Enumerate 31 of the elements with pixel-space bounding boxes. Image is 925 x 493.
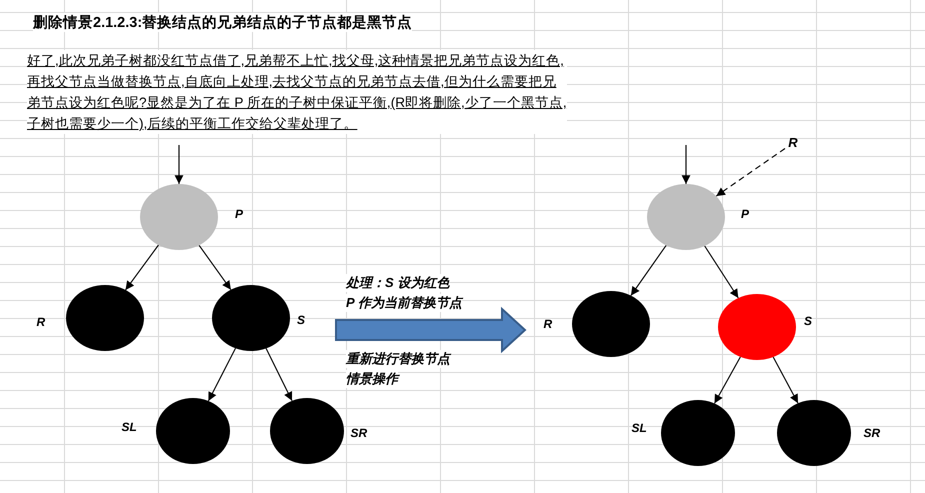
arrow	[682, 145, 690, 184]
arrow	[125, 244, 159, 290]
node-name: SR	[350, 426, 368, 440]
node-name: SL	[122, 420, 137, 434]
arrow	[208, 348, 236, 402]
arrow	[714, 356, 741, 404]
arrow	[716, 148, 786, 197]
tree-node-circle	[156, 398, 230, 464]
step-note: P 作为当前替换节点	[346, 294, 462, 312]
node-name: P	[235, 207, 244, 221]
node-name: R	[36, 315, 46, 329]
diagram-title: 删除情景2.1.2.3:替换结点的兄弟结点的子节点都是黑节点	[33, 13, 412, 32]
arrow	[630, 245, 667, 296]
tree-node-circle	[66, 285, 144, 351]
step-note: 重新进行替换节点	[346, 350, 450, 368]
arrow	[266, 348, 292, 402]
step-note: 情景操作	[346, 370, 398, 388]
step-note: 处理：S 设为红色	[346, 274, 450, 292]
node-name: R	[544, 317, 552, 331]
arrow	[772, 356, 798, 404]
node-name: P	[741, 207, 750, 221]
node-name: S	[804, 314, 812, 328]
arrow	[704, 246, 739, 298]
arrow	[198, 244, 232, 290]
node-name: S	[297, 313, 306, 327]
node-name: SL	[632, 421, 647, 435]
arrow	[174, 145, 184, 184]
node-name: SR	[864, 426, 880, 440]
node-label: R	[785, 135, 801, 151]
tree-node-circle	[270, 398, 344, 464]
description-paragraph: 好了,此次兄弟子树都没红节点借了,兄弟帮不上忙,找父母,这种情景把兄弟节点设为红色,再找父节点当做替换节点,自底向上处理,去找父节点的兄弟节点去借,但为什么需要把兄弟节点设为红色呢?显然是为了在 P 所在的子树中保证平衡,(R即将删除,少了一个黑节点,子树也需要少一个),后续的平衡工作交给父辈处理了。	[27, 50, 567, 134]
